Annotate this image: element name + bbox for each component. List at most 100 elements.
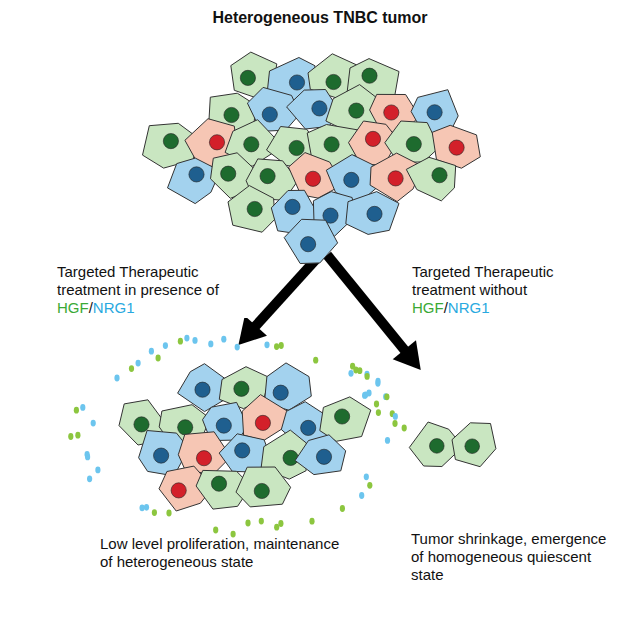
cell-cluster: Low level proliferation, maintenance of … — [88, 345, 408, 595]
growth-factor-dot — [350, 363, 355, 370]
growth-factor-dot — [274, 524, 279, 531]
cell-nucleus — [196, 451, 211, 466]
cell-nucleus — [273, 385, 288, 400]
cell-nucleus — [240, 70, 255, 85]
cell-nucleus — [283, 450, 298, 465]
growth-factor-dot — [87, 475, 92, 482]
outcome-caption: Tumor shrinkage, emergence of homogeneou… — [411, 530, 621, 584]
arrow-shaft — [327, 255, 405, 351]
arrow-shaft — [255, 255, 320, 327]
growth-factor-dot — [68, 433, 73, 440]
cell-nucleus — [388, 171, 403, 186]
cell-body — [320, 397, 371, 441]
growth-factor-dot — [385, 437, 390, 444]
growth-factor-dot — [274, 343, 279, 350]
cell-nucleus — [362, 68, 377, 83]
growth-factor-dot — [144, 504, 149, 511]
cell-nucleus — [430, 439, 445, 454]
growth-factor-dot — [392, 420, 397, 427]
cell-body — [406, 157, 455, 201]
growth-factor-dot — [365, 373, 370, 380]
growth-factor-dot — [95, 467, 100, 474]
growth-factor-dot — [91, 420, 96, 427]
growth-factor-dot — [156, 355, 161, 362]
outcome-caption: Low level proliferation, maintenance of … — [100, 535, 350, 571]
cell-nucleus — [316, 449, 331, 464]
cell-nucleus — [221, 166, 236, 181]
growth-factor-dot — [192, 337, 197, 344]
cell-nucleus — [289, 75, 304, 90]
growth-factor-dot — [313, 357, 318, 364]
growth-factor-dot — [235, 344, 240, 351]
cell-nucleus — [326, 74, 341, 89]
cell-body — [242, 395, 288, 441]
growth-factor-dot — [357, 367, 362, 374]
cell-nucleus — [178, 420, 193, 435]
growth-factor-dot — [184, 335, 189, 342]
cell-nucleus — [262, 107, 277, 122]
growth-factor-dot — [359, 492, 364, 499]
cell-nucleus — [255, 415, 270, 430]
growth-factor-dot — [152, 509, 157, 516]
growth-factor-dot — [208, 341, 213, 348]
growth-factor-dot — [245, 520, 250, 527]
growth-factor-dot — [348, 370, 353, 377]
cell-nucleus — [324, 137, 339, 152]
growth-factor-dot — [149, 348, 154, 355]
cell-nucleus — [335, 409, 350, 424]
cell-cluster: Heterogeneous TNBC tumor — [140, 5, 500, 255]
growth-factor-dot — [213, 527, 218, 534]
growth-factor-dot — [140, 504, 145, 511]
cell-nucleus — [171, 483, 186, 498]
cell-nucleus — [384, 105, 399, 120]
growth-factor-dot — [364, 473, 369, 480]
cell-nucleus — [344, 172, 359, 187]
growth-factor-dot — [166, 510, 171, 517]
treatment-label: Targeted Therapeutic treatment without H… — [410, 262, 599, 318]
cell-nucleus — [406, 137, 421, 152]
growth-factor-dot — [393, 413, 398, 420]
cell-body — [452, 423, 496, 467]
cell-body — [295, 435, 346, 475]
cell-body — [236, 467, 291, 507]
growth-factor-dot — [367, 482, 372, 489]
cell-nucleus — [301, 237, 316, 252]
growth-factor-dot — [129, 365, 134, 372]
growth-factor-dot — [259, 518, 264, 525]
cell-nucleus — [289, 140, 304, 155]
cell-nucleus — [367, 206, 382, 221]
figure-heading: Heterogeneous TNBC tumor — [140, 9, 500, 27]
cell-nucleus — [209, 135, 224, 150]
growth-factor-dot — [376, 409, 381, 416]
growth-factor-dot — [279, 342, 284, 349]
cell-body — [228, 186, 275, 233]
cell-body — [178, 364, 227, 412]
arrow-head — [238, 316, 267, 345]
cell-nucleus — [163, 134, 178, 149]
cell-nucleus — [247, 201, 262, 216]
cell-cluster: Tumor shrinkage, emergence of homogeneou… — [405, 370, 630, 588]
growth-factor-dot — [74, 407, 79, 414]
growth-factor-dot — [340, 505, 345, 512]
treatment-label: Targeted Therapeutic treatment in presen… — [55, 262, 249, 318]
cell-nucleus — [244, 137, 259, 152]
cell-nucleus — [285, 199, 300, 214]
cell-nucleus — [195, 382, 210, 397]
cell-nucleus — [465, 439, 480, 454]
growth-factor-dot — [366, 390, 371, 397]
growth-factor-dot — [85, 454, 90, 461]
cell-nucleus — [427, 105, 442, 120]
cell-nucleus — [254, 483, 269, 498]
treatment-arrow — [238, 255, 320, 345]
cell-nucleus — [349, 103, 364, 118]
cell-nucleus — [235, 443, 250, 458]
arrow-head — [393, 340, 421, 370]
growth-factor-dot — [163, 342, 168, 349]
cell-nucleus — [305, 171, 320, 186]
cell-body — [346, 192, 399, 235]
cell-nucleus — [365, 131, 380, 146]
treatment-arrow — [327, 255, 421, 370]
growth-factor-dot — [75, 432, 80, 439]
cell-nucleus — [301, 420, 316, 435]
cell-nucleus — [134, 417, 149, 432]
